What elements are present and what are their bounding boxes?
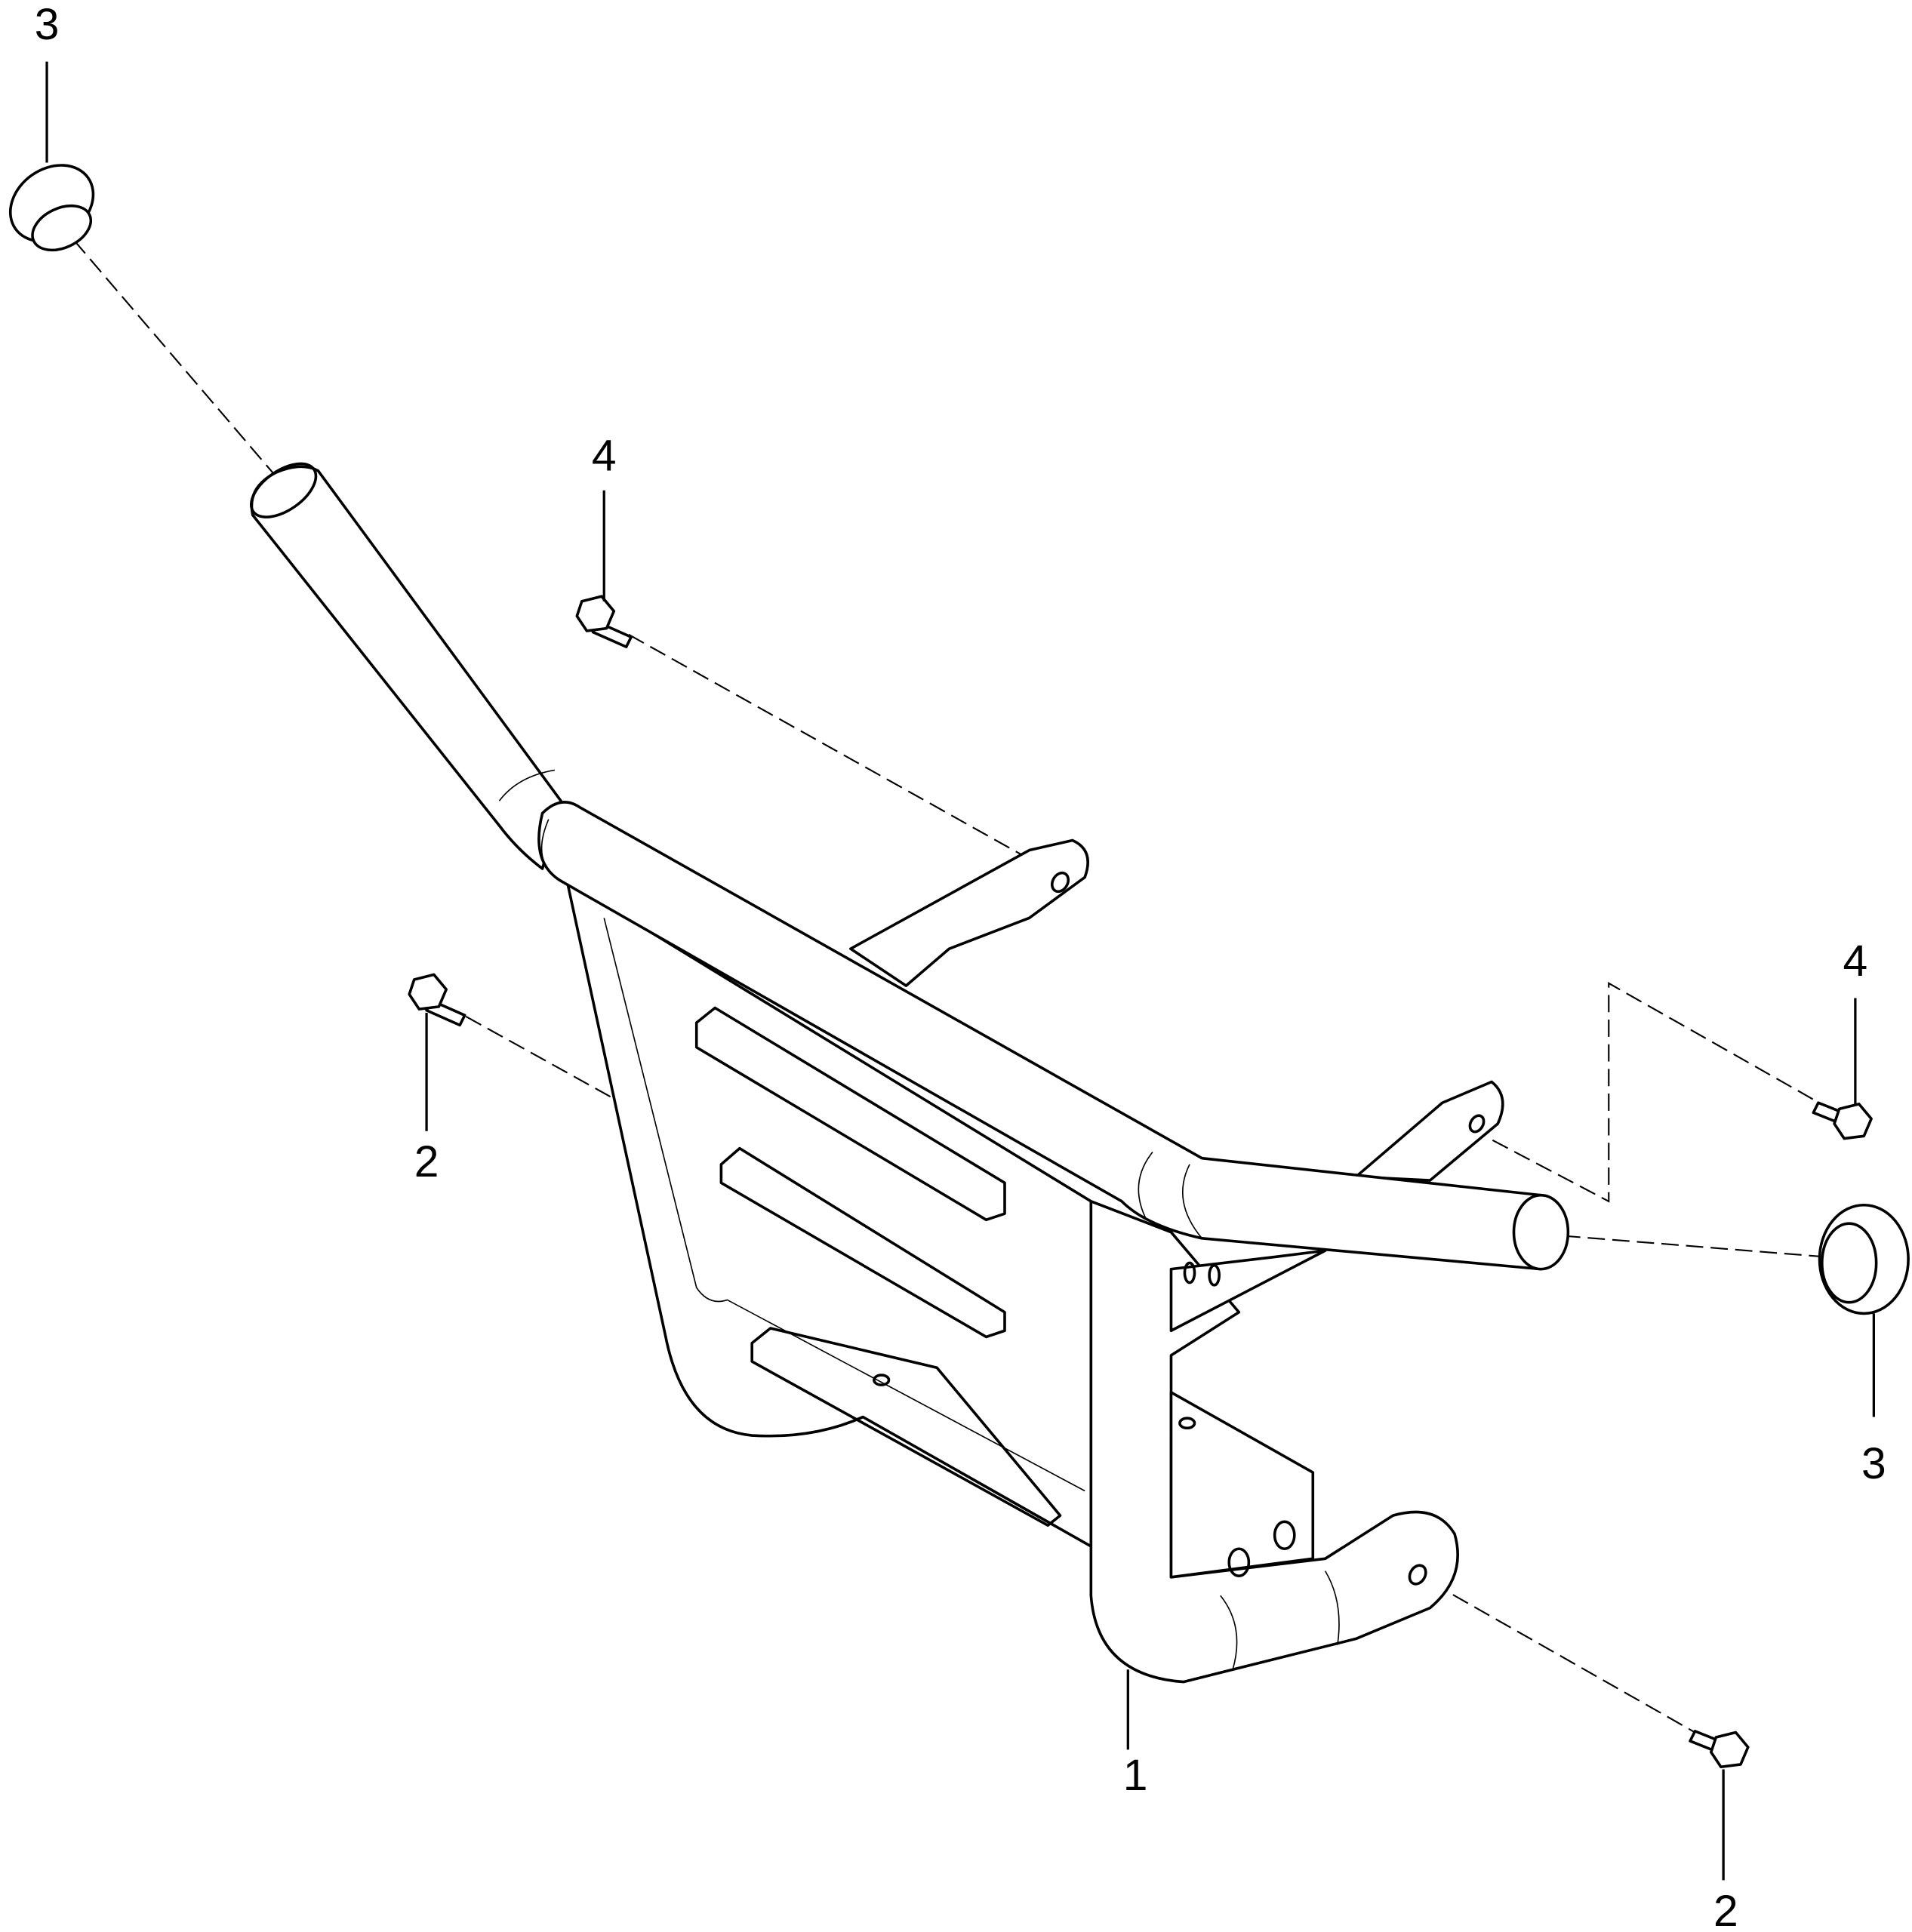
callout-2-left: 2 bbox=[414, 1137, 439, 1186]
bolt-right bbox=[1812, 1101, 1873, 1140]
callout-4-right: 4 bbox=[1843, 937, 1868, 986]
bumper-frame bbox=[249, 462, 1570, 1684]
callout-4-top: 4 bbox=[592, 432, 617, 481]
bolt-top bbox=[575, 595, 633, 648]
bolt-bottom bbox=[1689, 1730, 1750, 1769]
callout-3-right: 3 bbox=[1861, 1439, 1886, 1488]
end-cap-top-left bbox=[8, 164, 95, 252]
bolt-left bbox=[408, 973, 466, 1027]
leader-lines bbox=[45, 61, 1876, 1881]
callout-3-top: 3 bbox=[35, 0, 60, 49]
callout-2-bottom: 2 bbox=[1713, 1887, 1738, 1932]
callout-1: 1 bbox=[1123, 1751, 1148, 1800]
assembly-dashed-lines bbox=[73, 239, 1835, 1738]
end-cap-right bbox=[1818, 1203, 1910, 1315]
